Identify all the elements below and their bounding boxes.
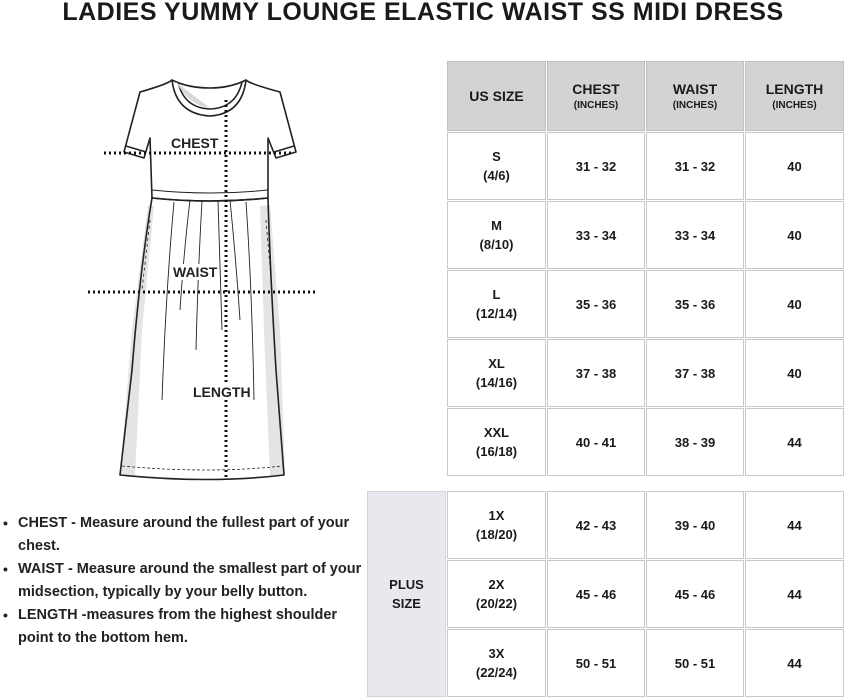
- chest-cell: 50 - 51: [547, 629, 645, 697]
- note-waist: WAIST - Measure around the smallest part…: [3, 558, 362, 604]
- size-cell: 2X (20/22): [447, 560, 546, 628]
- header-us-size: US SIZE: [447, 61, 546, 131]
- length-cell: 44: [745, 560, 844, 628]
- chest-value: 31 - 32: [575, 158, 617, 174]
- waist-value: 37 - 38: [674, 365, 716, 381]
- chest-cell: 45 - 46: [547, 560, 645, 628]
- chest-value: 40 - 41: [575, 434, 617, 450]
- length-cell: 40: [745, 132, 844, 200]
- size-code: XL: [488, 356, 505, 371]
- size-cell: S (4/6): [447, 132, 546, 200]
- waist-cell: 37 - 38: [646, 339, 744, 407]
- size-code: XXL: [483, 425, 510, 440]
- length-value: 44: [787, 434, 802, 450]
- length-value: 44: [787, 586, 802, 602]
- waist-value: 45 - 46: [674, 586, 716, 602]
- chest-label: CHEST: [171, 135, 219, 151]
- waist-value: 33 - 34: [674, 227, 716, 243]
- waist-cell: 50 - 51: [646, 629, 744, 697]
- dress-diagram: [88, 79, 316, 481]
- us-size-range: (22/24): [475, 665, 518, 680]
- header-length: LENGTH (INCHES): [745, 61, 844, 131]
- plus-size-label: PLUS SIZE: [367, 491, 446, 697]
- waist-value: 50 - 51: [674, 655, 716, 671]
- size-cell: L (12/14): [447, 270, 546, 338]
- chest-value: 42 - 43: [575, 517, 617, 533]
- chest-cell: 33 - 34: [547, 201, 645, 269]
- waist-value: 39 - 40: [674, 517, 716, 533]
- length-value: 44: [787, 655, 802, 671]
- note-length: LENGTH -measures from the highest should…: [3, 604, 362, 650]
- length-cell: 44: [745, 629, 844, 697]
- size-code: M: [491, 218, 502, 233]
- chest-cell: 42 - 43: [547, 491, 645, 559]
- chest-value: 33 - 34: [575, 227, 617, 243]
- chest-value: 50 - 51: [575, 655, 617, 671]
- chest-value: 35 - 36: [575, 296, 617, 312]
- waist-value: 38 - 39: [674, 434, 716, 450]
- waist-value: 35 - 36: [674, 296, 716, 312]
- chest-value: 45 - 46: [575, 586, 617, 602]
- us-size-range: (8/10): [479, 237, 514, 252]
- waist-value: 31 - 32: [674, 158, 716, 174]
- us-size-range: (14/16): [475, 375, 518, 390]
- size-code: 1X: [488, 508, 505, 523]
- size-code: L: [492, 287, 501, 302]
- length-cell: 40: [745, 339, 844, 407]
- length-cell: 44: [745, 408, 844, 476]
- length-value: 44: [787, 517, 802, 533]
- length-label: LENGTH: [193, 384, 251, 400]
- chest-cell: 37 - 38: [547, 339, 645, 407]
- length-cell: 44: [745, 491, 844, 559]
- waist-cell: 38 - 39: [646, 408, 744, 476]
- length-cell: 40: [745, 201, 844, 269]
- size-code: 2X: [488, 577, 505, 592]
- length-cell: 40: [745, 270, 844, 338]
- chest-cell: 35 - 36: [547, 270, 645, 338]
- size-cell: M (8/10): [447, 201, 546, 269]
- us-size-range: (12/14): [475, 306, 518, 321]
- chest-cell: 40 - 41: [547, 408, 645, 476]
- waist-cell: 45 - 46: [646, 560, 744, 628]
- size-cell: XXL (16/18): [447, 408, 546, 476]
- size-code: S: [492, 149, 501, 164]
- length-value: 40: [787, 365, 802, 381]
- note-chest: CHEST - Measure around the fullest part …: [3, 512, 362, 558]
- header-chest: CHEST (INCHES): [547, 61, 645, 131]
- header-waist: WAIST (INCHES): [646, 61, 744, 131]
- waist-cell: 35 - 36: [646, 270, 744, 338]
- length-value: 40: [787, 158, 802, 174]
- us-size-range: (18/20): [475, 527, 518, 542]
- us-size-range: (16/18): [475, 444, 518, 459]
- chest-value: 37 - 38: [575, 365, 617, 381]
- waist-cell: 39 - 40: [646, 491, 744, 559]
- size-cell: XL (14/16): [447, 339, 546, 407]
- size-cell: 3X (22/24): [447, 629, 546, 697]
- page-title: LADIES YUMMY LOUNGE ELASTIC WAIST SS MID…: [62, 0, 784, 26]
- waist-label: WAIST: [173, 264, 218, 280]
- waist-cell: 33 - 34: [646, 201, 744, 269]
- length-value: 40: [787, 296, 802, 312]
- us-size-range: (20/22): [475, 596, 518, 611]
- waist-cell: 31 - 32: [646, 132, 744, 200]
- length-value: 40: [787, 227, 802, 243]
- chest-cell: 31 - 32: [547, 132, 645, 200]
- size-cell: 1X (18/20): [447, 491, 546, 559]
- size-code: 3X: [488, 646, 505, 661]
- us-size-range: (4/6): [483, 168, 510, 183]
- measurement-notes: CHEST - Measure around the fullest part …: [2, 512, 362, 650]
